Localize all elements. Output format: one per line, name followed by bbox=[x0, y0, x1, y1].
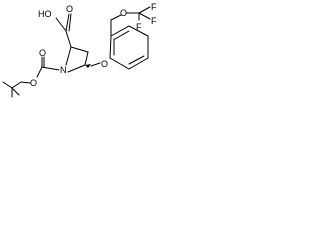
bond-lines bbox=[2, 6, 151, 98]
atom-acid-hydroxyl: HO bbox=[38, 9, 52, 19]
atom-ring-nitrogen: N bbox=[60, 65, 67, 75]
atom-fluorine-2: F bbox=[151, 16, 157, 26]
chemical-structure-diagram: HO O O O N O O F F F bbox=[2, 2, 157, 98]
atom-ester-oxygen: O bbox=[30, 78, 37, 88]
atom-acid-carbonyl-oxygen: O bbox=[66, 4, 73, 14]
atom-ether-oxygen: O bbox=[101, 59, 108, 69]
atom-carbamate-carbonyl-oxygen: O bbox=[39, 48, 46, 58]
atom-methoxy-oxygen: O bbox=[120, 8, 127, 18]
atom-fluorine-3: F bbox=[136, 22, 142, 32]
atom-labels: HO O O O N O O F F F bbox=[30, 2, 157, 88]
atom-fluorine-1: F bbox=[151, 2, 157, 12]
stereo-bonds bbox=[85, 64, 91, 68]
